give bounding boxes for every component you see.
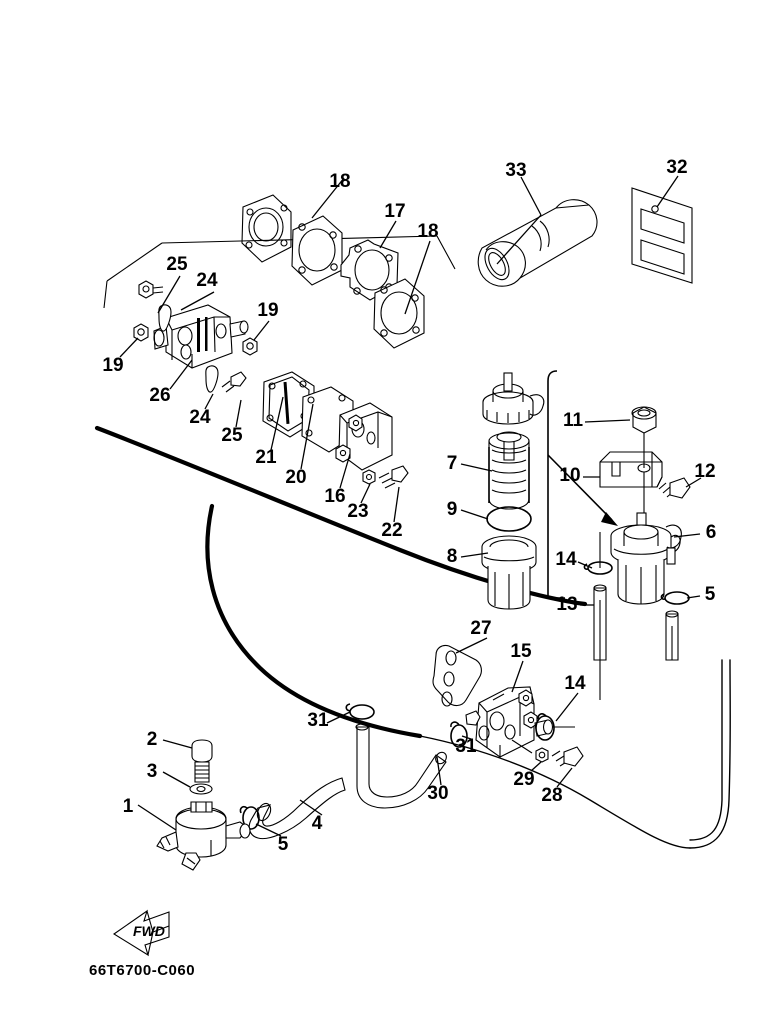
part-21-gasket [262, 371, 315, 438]
part-3-washer [189, 783, 213, 795]
callout-number-5b[interactable]: 5 [705, 584, 716, 605]
filter-group-outline [547, 370, 618, 599]
part-31-clamp-b [450, 721, 468, 748]
callout-number-31b[interactable]: 31 [455, 736, 477, 757]
part-19-nut-a [133, 323, 149, 342]
callout-number-19a[interactable]: 19 [102, 355, 123, 376]
part-16-pump-cover [335, 402, 393, 471]
part-5-clamp-c [239, 806, 260, 830]
callout-number-26[interactable]: 26 [149, 385, 170, 406]
callout-number-24a[interactable]: 24 [196, 270, 218, 291]
callout-number-24b[interactable]: 24 [189, 407, 211, 428]
part-14-clamp-c [535, 713, 555, 741]
callout-number-15[interactable]: 15 [510, 641, 532, 662]
callout-number-18a[interactable]: 18 [329, 171, 350, 192]
callout-number-7[interactable]: 7 [447, 453, 458, 474]
callout-number-11[interactable]: 11 [563, 410, 584, 431]
part-14-clamp-a [583, 532, 613, 575]
callout-number-23[interactable]: 23 [347, 501, 368, 522]
part-4-fuel-hose [248, 777, 346, 840]
callout-number-9[interactable]: 9 [447, 499, 458, 520]
mounting-flange [241, 194, 292, 263]
part-28-bolt [551, 746, 584, 767]
part-2-bolt [191, 739, 213, 783]
callout-number-16[interactable]: 16 [324, 486, 345, 507]
diagram-artwork: FWD 66T6700-C060 12345567891011121314141… [89, 157, 731, 979]
part-1-fuel-cock [156, 801, 251, 871]
part-18-gasket-a [291, 215, 343, 286]
part-10-filter-bracket [599, 440, 663, 516]
part-8-filter-cup [481, 535, 537, 610]
callout-number-5a[interactable]: 5 [278, 834, 289, 855]
part-25-screw-a [138, 280, 164, 299]
part-12-bolt [658, 477, 691, 499]
callout-number-4[interactable]: 4 [312, 813, 323, 834]
callout-number-29[interactable]: 29 [513, 769, 534, 790]
callout-number-1[interactable]: 1 [123, 796, 134, 817]
callout-number-25a[interactable]: 25 [166, 254, 188, 275]
part-22-screw [378, 465, 409, 489]
callout-number-8[interactable]: 8 [447, 546, 458, 567]
leader-lines [119, 175, 702, 837]
fwd-arrow-marker [112, 909, 170, 957]
callout-number-25b[interactable]: 25 [221, 425, 243, 446]
callout-number-layer: 1234556789101112131414151617181819192021… [102, 157, 716, 855]
part-6-fuel-filter-assembly [610, 512, 682, 605]
part-32-caution-label [631, 187, 693, 284]
fwd-label: FWD [133, 923, 165, 939]
callout-number-28[interactable]: 28 [541, 785, 562, 806]
callout-number-31a[interactable]: 31 [307, 710, 329, 731]
callout-number-30[interactable]: 30 [427, 783, 448, 804]
callout-number-12[interactable]: 12 [694, 461, 715, 482]
part-27-pump-base-gasket [432, 644, 482, 707]
callout-number-18b[interactable]: 18 [417, 221, 438, 242]
part-24-pin-a [158, 304, 172, 332]
callout-number-27[interactable]: 27 [470, 618, 491, 639]
diagram-part-code: 66T6700-C060 [89, 962, 195, 979]
part-29-washer [511, 739, 549, 763]
filter-cap [482, 372, 545, 425]
part-25-screw-b [221, 371, 247, 393]
callout-number-20[interactable]: 20 [285, 467, 306, 488]
callout-number-33[interactable]: 33 [505, 160, 526, 181]
callout-number-21[interactable]: 21 [255, 447, 277, 468]
part-24-pin-b [205, 365, 219, 393]
part-13-hose [593, 584, 679, 700]
callout-number-14a[interactable]: 14 [555, 549, 577, 570]
callout-number-6[interactable]: 6 [706, 522, 717, 543]
callout-number-32[interactable]: 32 [666, 157, 687, 178]
callout-number-3[interactable]: 3 [147, 761, 158, 782]
part-17-spacer [340, 239, 399, 301]
gasket-row [241, 194, 425, 349]
part-15-fuel-pump-assembly [465, 686, 575, 758]
part-11-nut [631, 406, 657, 440]
callout-number-13[interactable]: 13 [556, 594, 577, 615]
callout-number-19b[interactable]: 19 [257, 300, 278, 321]
part-23-washer [362, 469, 376, 485]
part-7-filter-element [488, 431, 530, 510]
part-19-nut-b [242, 337, 258, 356]
callout-number-22[interactable]: 22 [381, 520, 402, 541]
callout-number-10[interactable]: 10 [559, 465, 580, 486]
callout-number-17[interactable]: 17 [384, 201, 405, 222]
callout-number-14b[interactable]: 14 [564, 673, 586, 694]
callout-number-2[interactable]: 2 [147, 729, 158, 750]
